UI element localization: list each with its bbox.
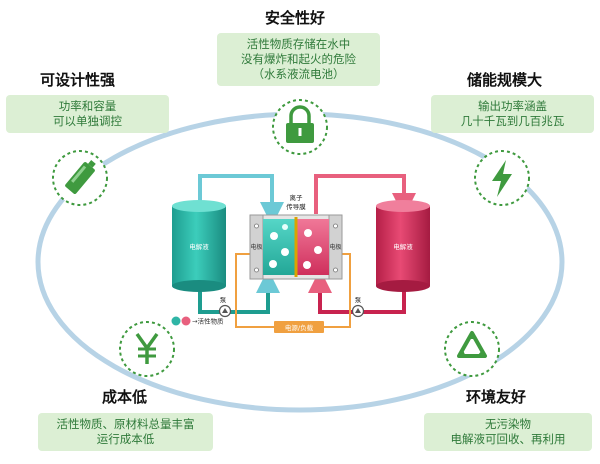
- battery-icon: [52, 150, 108, 206]
- scale-box: 输出功率涵盖 几十千瓦到几百兆瓦: [431, 95, 594, 133]
- right-tank-label: 电解液: [393, 242, 413, 251]
- left-tank: [172, 200, 226, 292]
- safety-line-2: 没有爆炸和起火的危险: [241, 52, 356, 66]
- recycle-icon: [444, 321, 500, 377]
- scale-line-2: 几十千瓦到几百兆瓦: [460, 114, 565, 128]
- membrane-label-1: 离子: [290, 193, 304, 202]
- membrane-label-2: 传导膜: [286, 202, 306, 211]
- right-tank: [376, 200, 430, 292]
- cost-line-1: 活性物质、原材料总量丰富: [56, 417, 195, 431]
- safety-line-3: （水系液流电池）: [252, 67, 345, 81]
- cost-box: 活性物质、原材料总量丰富 运行成本低: [38, 413, 213, 451]
- cost-line-2: 运行成本低: [96, 432, 155, 446]
- legend-dots: [171, 316, 191, 326]
- safety-title: 安全性好: [265, 9, 326, 27]
- left-pump: [218, 304, 232, 318]
- eco-title: 环境友好: [466, 388, 527, 406]
- eco-line-1: 无污染物: [485, 417, 531, 431]
- design-line-1: 功率和容量: [58, 99, 117, 113]
- scale-line-1: 输出功率涵盖: [478, 99, 547, 113]
- eco-box: 无污染物 电解液可回收、再利用: [424, 413, 592, 451]
- red-pipe-top: [314, 174, 416, 217]
- yuan-icon: [119, 321, 175, 377]
- design-box: 功率和容量 可以单独调控: [6, 95, 169, 133]
- design-title: 可设计性强: [40, 71, 116, 89]
- power-box: [274, 321, 324, 333]
- cell-stack: [249, 214, 343, 280]
- left-electrode-label: 电极: [250, 243, 262, 251]
- power-label: 电源/负载: [285, 323, 314, 332]
- teal-pipe-top: [198, 174, 284, 226]
- scale-title: 储能规模大: [467, 71, 543, 89]
- eco-line-2: 电解液可回收、再利用: [450, 432, 566, 446]
- design-line-2: 可以单独调控: [53, 114, 122, 128]
- lock-icon: [272, 99, 328, 155]
- cost-title: 成本低: [102, 388, 148, 406]
- lightning-icon: [474, 150, 530, 206]
- right-pump: [351, 304, 365, 318]
- teal-pipe-bottom: [198, 269, 280, 314]
- safety-box: 活性物质存储在水中 没有爆炸和起火的危险 （水系液流电池）: [217, 33, 380, 86]
- left-pump-label: 泵: [220, 296, 227, 304]
- safety-line-1: 活性物质存储在水中: [246, 37, 351, 51]
- left-tank-label: 电解液: [189, 242, 209, 251]
- right-electrode-label: 电极: [329, 243, 341, 251]
- right-pump-label: 泵: [355, 296, 362, 304]
- legend-label: →活性物质: [192, 317, 224, 326]
